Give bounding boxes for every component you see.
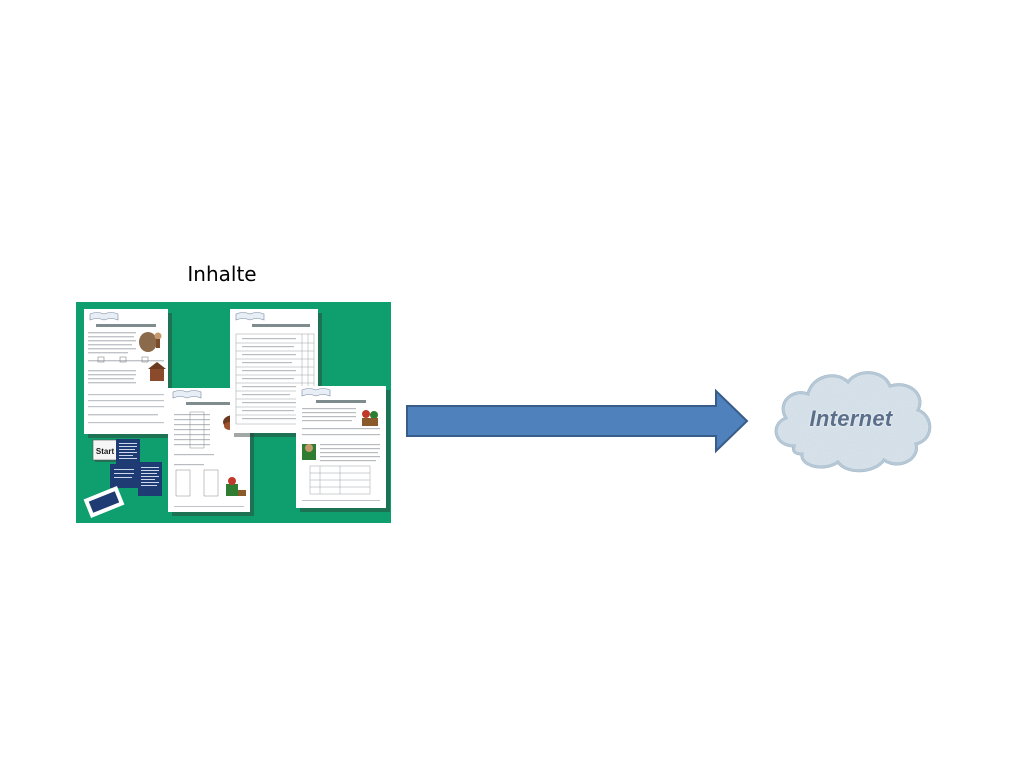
worksheet-collage: Start <box>76 302 391 523</box>
contents-heading: Inhalte <box>187 262 257 286</box>
start-card: Start <box>92 439 119 462</box>
task-cards <box>83 439 162 519</box>
start-card-label: Start <box>96 447 115 456</box>
cloud-label: Internet <box>809 406 893 431</box>
worksheet-page <box>168 388 254 516</box>
right-arrow-icon <box>406 388 749 454</box>
worksheet-page <box>230 309 322 437</box>
worksheet-page <box>84 309 172 438</box>
cloud-icon <box>774 371 932 473</box>
worksheet-page <box>296 386 390 512</box>
